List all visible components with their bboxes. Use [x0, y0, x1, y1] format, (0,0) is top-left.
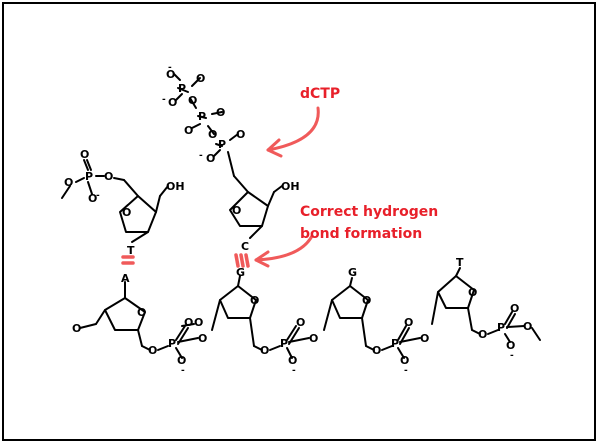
atom-o: O [177, 354, 186, 367]
atom-o: O [372, 344, 381, 357]
atom-p: P [85, 170, 93, 183]
primer-nucleotide [61, 159, 169, 243]
atom-o: O [510, 302, 519, 315]
atom-o: O [288, 354, 297, 367]
hbond-cg-1 [234, 253, 240, 268]
hydrogen-bonds [121, 253, 250, 268]
template-strand [79, 267, 541, 359]
atom-o: O [80, 148, 89, 161]
charge-neg: - [181, 366, 185, 376]
atom-o: O [184, 316, 193, 329]
dctp-nucleotide [173, 73, 283, 239]
charge-neg: - [162, 95, 166, 105]
dctp-arrow [266, 106, 320, 152]
atom-o: O [104, 170, 113, 183]
template-sugar-4 [437, 275, 475, 309]
atom-p: P [391, 337, 399, 350]
atom-o: O [420, 332, 429, 345]
charge-neg: - [96, 191, 100, 201]
atom-o: O [137, 306, 146, 319]
hbond-label-line1: Correct hydrogen [300, 204, 438, 220]
atom-o: O [468, 286, 477, 299]
charge-neg: - [199, 151, 203, 161]
atom-o: O [208, 128, 217, 141]
base-a: A [121, 272, 130, 285]
atom-o: O [478, 328, 487, 341]
atom-p: P [280, 337, 288, 350]
charge-neg: - [168, 63, 172, 73]
atom-labels: O O O P O O O - O O O P O O - O O O P O … [64, 63, 532, 376]
dctp-arrowhead [266, 138, 283, 158]
base-labels: A G G T T C [121, 240, 464, 285]
atom-p: P [497, 321, 505, 334]
base-t: T [456, 256, 464, 269]
atom-o: O [206, 152, 215, 165]
atom-o: O [198, 332, 207, 345]
primer-sugar [119, 195, 157, 233]
atom-o: O [506, 339, 515, 352]
atom-o: O [400, 354, 409, 367]
atom-o: O [194, 316, 203, 329]
atom-o: O [64, 176, 73, 189]
atom-o: O [166, 68, 175, 81]
atom-o: O [296, 316, 305, 329]
dctp-label: dCTP [300, 86, 340, 102]
hbond-label-line2: bond formation [300, 226, 422, 242]
atom-o: O [260, 344, 269, 357]
diagram-frame [2, 2, 596, 441]
atom-p: P [178, 82, 186, 95]
atom-o: O [184, 124, 193, 137]
atom-p: P [218, 138, 226, 151]
atom-o: O [404, 316, 413, 329]
hbond-cg-2 [239, 253, 245, 268]
template-sugar-3 [331, 285, 369, 319]
atom-o: O [148, 344, 157, 357]
charge-neg: - [510, 351, 514, 361]
atom-o: O [88, 192, 97, 205]
annotation-arrows [254, 106, 320, 268]
atom-o: O [168, 96, 177, 109]
base-t: T [127, 244, 135, 257]
base-g: G [348, 266, 357, 279]
atom-o: O [232, 204, 241, 217]
atom-o: O [250, 294, 259, 307]
atom-p: P [198, 110, 206, 123]
atom-o: O [236, 128, 245, 141]
atom-oh: OH [166, 180, 185, 193]
template-sugar-1 [104, 297, 146, 331]
atom-o: O [362, 294, 371, 307]
charge-neg: - [292, 366, 296, 376]
hbond-cg-3 [244, 253, 250, 268]
atom-o: O [523, 320, 532, 333]
atom-o: O [196, 72, 205, 85]
atom-p: P [168, 337, 176, 350]
atom-oh: OH [281, 180, 300, 193]
charge-neg: - [404, 366, 408, 376]
dctp-sugar [229, 191, 269, 227]
base-g: G [236, 266, 245, 279]
hbond-arrow [254, 234, 314, 262]
atom-o: O [122, 206, 131, 219]
base-c: C [241, 240, 249, 253]
atom-o: O [72, 322, 81, 335]
atom-o: O [216, 106, 225, 119]
atom-o: O [309, 332, 318, 345]
hbond-arrowhead [254, 250, 270, 268]
atom-o: O [188, 94, 197, 107]
template-sugar-2 [219, 285, 257, 319]
